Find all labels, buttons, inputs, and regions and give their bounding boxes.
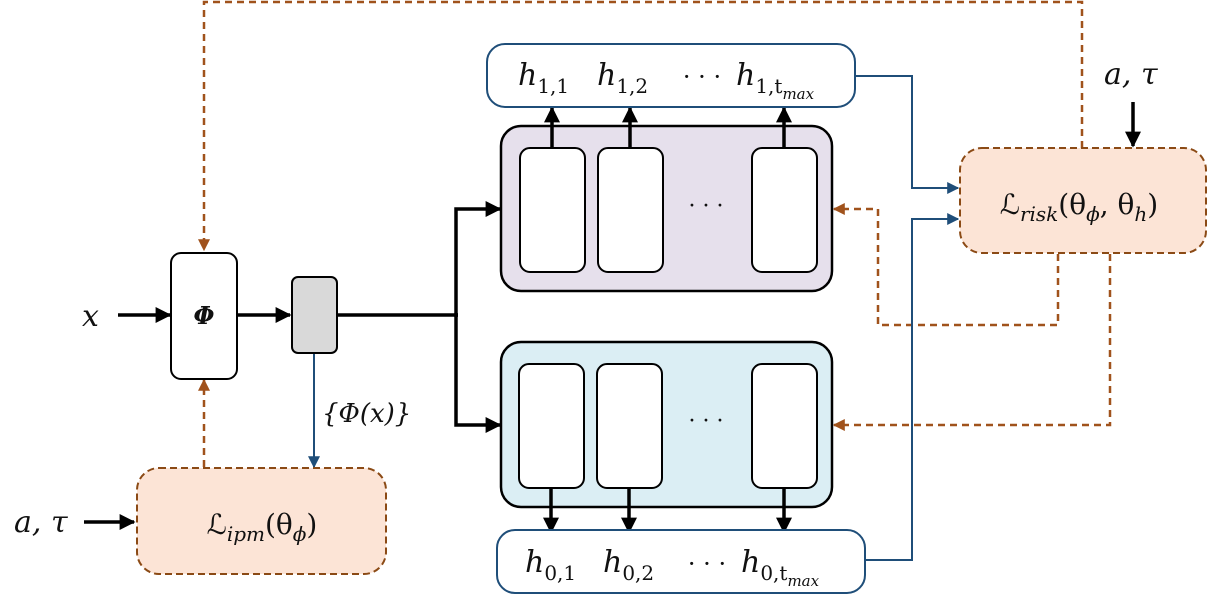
- phi-encoder-label: Φ: [194, 301, 215, 330]
- ipm-loss-box: [136, 467, 387, 575]
- control-outputs: h0,1 h0,2 · · · h0,tmax: [496, 529, 866, 594]
- control-outputs-to-risk-line: [865, 213, 960, 561]
- treated-outputs-box: [486, 43, 856, 108]
- a-tau-top-label: a, τ: [1104, 57, 1158, 92]
- control-outputs-box: [496, 529, 866, 594]
- a-tau-left-label: a, τ: [14, 505, 68, 540]
- treated-head-output-arrows: [544, 106, 792, 148]
- treated-output-h12: h1,2: [597, 58, 648, 98]
- treated-heads-block: · · ·: [499, 106, 834, 293]
- treated-outputs-to-risk-line: [855, 75, 960, 194]
- control-heads-ellipsis: · · ·: [689, 409, 724, 434]
- control-output-h02: h0,2: [603, 545, 654, 585]
- control-head-1: [518, 363, 585, 489]
- input-x-label: x: [82, 299, 99, 334]
- risk-loss-label: ℒrisk(θϕ, θh): [1000, 188, 1158, 226]
- treated-head-tmax: [751, 147, 818, 273]
- treated-outputs: h1,1 h1,2 · · · h1,tmax: [486, 43, 856, 108]
- representation-node: [291, 276, 338, 354]
- control-heads-block: · · ·: [499, 340, 834, 534]
- control-head-tmax: [751, 363, 818, 489]
- treated-output-h1tmax: h1,tmax: [736, 58, 815, 103]
- risk-to-control-gradient-line: [832, 254, 1112, 431]
- control-head-output-arrows: [543, 488, 792, 534]
- risk-loss-box: [959, 147, 1207, 254]
- control-head-2: [596, 363, 663, 489]
- treated-heads-ellipsis: · · ·: [689, 194, 724, 219]
- risk-to-phi-gradient-line: [198, 0, 1084, 252]
- gradient-feedback-lines: [198, 0, 1112, 467]
- data-lines: [308, 75, 960, 561]
- treated-head-1: [519, 147, 586, 273]
- control-outputs-ellipsis: · · ·: [688, 550, 726, 578]
- treated-head-2: [597, 147, 664, 273]
- treated-output-h11: h1,1: [518, 58, 569, 98]
- main-flow-lines: [84, 102, 1141, 530]
- treated-outputs-ellipsis: · · ·: [683, 63, 721, 91]
- control-output-h01: h0,1: [525, 545, 576, 585]
- control-output-h0tmax: h0,tmax: [741, 545, 820, 590]
- representation-set-label: {Φ(x)}: [322, 399, 411, 429]
- to-control-branch-arrow: [454, 313, 502, 433]
- ipm-loss-label: ℒipm(θϕ): [207, 508, 318, 546]
- phi-encoder-box: [170, 252, 238, 380]
- to-treated-branch-arrow: [454, 201, 502, 317]
